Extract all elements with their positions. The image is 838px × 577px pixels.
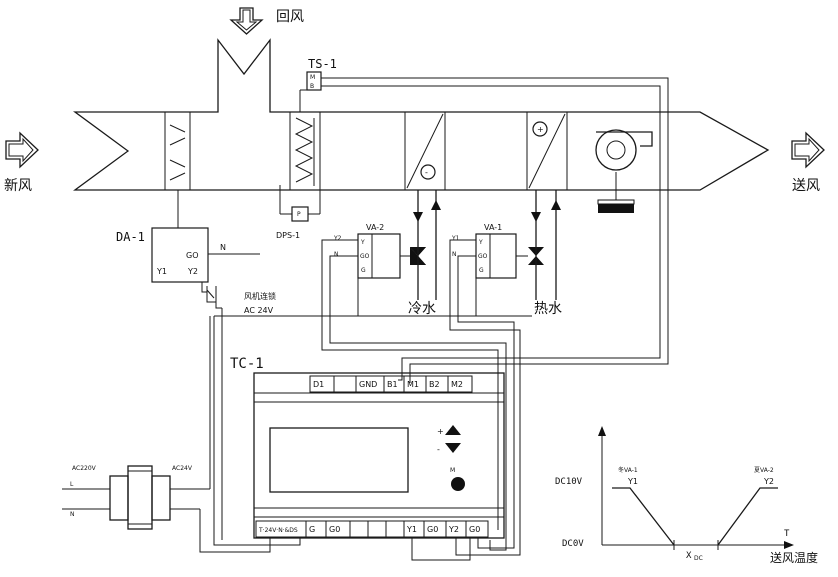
cold-water-label: 冷水 xyxy=(408,301,436,317)
tc1-label: TC-1 xyxy=(230,356,264,372)
ts1-label: TS-1 xyxy=(308,57,337,71)
va2-terminal-y2: Y2 xyxy=(333,235,342,242)
temperature-sensor-ts1: TS-1 M B xyxy=(299,57,337,112)
va1-terminal-n: N xyxy=(452,251,457,258)
control-curve-chart: DC10V DC0V T 送风温度 X DC 冬VA-1 Y1 夏VA-2 Y2 xyxy=(555,426,818,565)
chart-x-set: X xyxy=(686,551,692,561)
top-terminal-label: B1 xyxy=(387,380,398,389)
bottom-right-terminal-label: Y1 xyxy=(406,525,417,534)
va2-go: GO xyxy=(360,253,370,260)
va1-terminal-y1: Y1 xyxy=(451,235,460,242)
va1-go: GO xyxy=(478,253,488,260)
differential-pressure-switch: P DPS-1 xyxy=(276,185,321,240)
tc1-mode-label: M xyxy=(450,467,455,474)
heating-coil: + xyxy=(526,112,568,190)
chart-summer-label: 夏VA-2 xyxy=(754,467,774,474)
va2-terminal-n: N xyxy=(334,251,339,258)
tc1-minus: - xyxy=(437,445,440,454)
top-terminal-label: GND xyxy=(359,380,377,389)
fresh-air-arrow-icon xyxy=(5,131,39,169)
hot-water-pipes xyxy=(531,190,561,300)
bottom-left-terminal-label: G xyxy=(309,525,315,534)
bottom-right-terminal xyxy=(349,520,369,538)
va2-label: VA-2 xyxy=(366,223,384,232)
top-terminal-label: M2 xyxy=(451,380,463,389)
va1-y: Y xyxy=(478,239,483,246)
ac24v-label: AC 24V xyxy=(244,306,274,315)
top-terminal xyxy=(447,375,473,393)
chart-y-top: DC10V xyxy=(555,477,583,487)
da1-go: GO xyxy=(186,251,199,260)
tc1-plus: + xyxy=(437,427,444,436)
top-terminal xyxy=(333,375,357,393)
cooling-water-pipes xyxy=(413,190,441,300)
bottom-right-terminal-label: Y2 xyxy=(448,525,459,534)
top-terminal-label: D1 xyxy=(313,380,324,389)
va2-g: G xyxy=(361,267,366,274)
chart-winter-out: Y1 xyxy=(627,477,638,486)
bottom-right-terminal xyxy=(465,520,489,538)
transformer-out-label: AC24V xyxy=(172,465,193,472)
dps-label: DPS-1 xyxy=(276,231,300,240)
tc1-bottom-terminals: T·24V·N·&DS G G0 Y1 G0 Y2 G0 xyxy=(255,520,489,538)
bottom-right-terminal xyxy=(385,520,405,538)
bottom-left-terminal-label: G0 xyxy=(329,525,340,534)
top-terminal-label: B2 xyxy=(429,380,440,389)
curve-y2 xyxy=(717,487,778,546)
chart-summer-out: Y2 xyxy=(763,477,774,486)
valve-actuator-va2: VA-2 Y GO G Y2 N xyxy=(333,223,426,279)
supply-air-label: 送风 xyxy=(792,178,820,194)
transformer-in-label: AC220V xyxy=(72,465,97,472)
chart-x-label: 送风温度 xyxy=(770,550,818,565)
bottom-right-terminal-label: G0 xyxy=(469,525,480,534)
wiring xyxy=(199,77,669,561)
tr-l: L xyxy=(70,481,74,488)
return-air-label: 回风 xyxy=(276,9,304,25)
tr-n: N xyxy=(70,511,75,518)
ts1-terminal-b: B xyxy=(310,83,314,90)
tc1-top-terminals: D1 GND B1 M1 B2 M2 xyxy=(309,375,473,393)
controller-tc1: TC-1 + - M xyxy=(230,356,505,539)
filter-section xyxy=(289,112,321,190)
da1-n: N xyxy=(220,243,226,252)
heating-coil-sign: + xyxy=(537,125,544,134)
ts1-terminal-m: M xyxy=(310,74,315,81)
valve-actuator-va1: VA-1 Y GO G Y1 N xyxy=(451,223,544,279)
fan-icon xyxy=(595,129,653,213)
interlock-label: 风机连锁 xyxy=(244,291,276,301)
dps-terminal: P xyxy=(297,211,301,218)
va1-g: G xyxy=(479,267,484,274)
da1-y2: Y2 xyxy=(187,267,198,276)
hot-water-label: 热水 xyxy=(534,301,562,317)
chart-winter-label: 冬VA-1 xyxy=(618,466,638,474)
da1-label: DA-1 xyxy=(116,230,145,244)
supply-air-arrow-icon xyxy=(791,131,825,169)
chart-y-bottom: DC0V xyxy=(562,539,584,549)
damper-section xyxy=(164,112,191,190)
bottom-right-terminal xyxy=(367,520,387,538)
top-terminal-label: M1 xyxy=(407,380,419,389)
bottom-left-terminal-label: T·24V·N·&DS xyxy=(258,527,298,534)
da1-y1: Y1 xyxy=(156,267,167,276)
damper-actuator-da1: DA-1 GO Y1 Y2 N 风机连锁 AC 24V xyxy=(116,190,276,315)
cooling-coil: - xyxy=(404,112,446,190)
cooling-coil-sign: - xyxy=(425,168,428,177)
fresh-air-label: 新风 xyxy=(4,178,32,194)
chart-x-set-sub: DC xyxy=(694,555,703,562)
return-air-arrow-icon xyxy=(229,7,264,35)
va2-y: Y xyxy=(360,239,365,246)
mode-button[interactable] xyxy=(451,477,465,491)
bottom-right-terminal-label: G0 xyxy=(427,525,438,534)
transformer: AC220V AC24V L N xyxy=(62,465,210,530)
va1-label: VA-1 xyxy=(484,223,502,232)
chart-x-axis-label: T xyxy=(784,529,790,539)
ahu-duct xyxy=(73,38,770,191)
curve-y1 xyxy=(612,487,675,546)
